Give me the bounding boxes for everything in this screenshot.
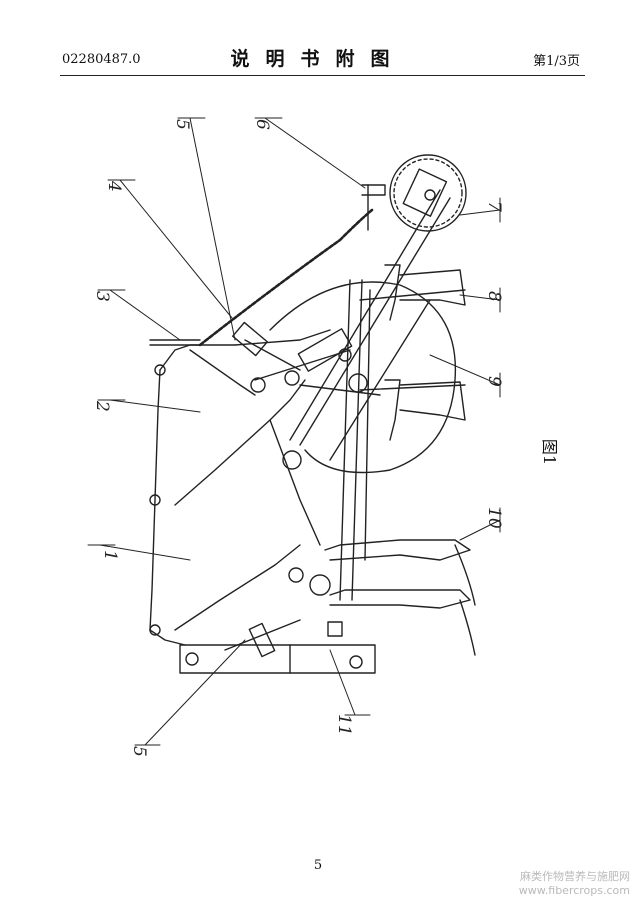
press-shoe-front: [324, 539, 476, 606]
header-rule: [60, 75, 585, 76]
hopper-outline: [149, 329, 331, 646]
label-10: 10: [484, 507, 504, 529]
label-4: 4: [104, 180, 124, 192]
label-3: 3: [92, 291, 112, 302]
part-labels: 1 2 3 4 5 6 7 8 9 10 11 5: [92, 119, 504, 757]
watermark-line-2: www.fibercrops.com: [518, 884, 630, 897]
label-7: 7: [484, 201, 504, 212]
page-indicator: 第1/3页: [533, 54, 580, 69]
label-5-top: 5: [172, 119, 192, 130]
label-5-bottom: 5: [129, 746, 149, 757]
seed-disc: [269, 281, 457, 474]
furrow-opener-upper: [359, 264, 466, 321]
site-watermark: 麻类作物营养与施肥网 www.fibercrops.com: [519, 870, 630, 898]
wheel-arm-upper: [299, 197, 451, 446]
press-shoe-rear: [329, 589, 476, 656]
page-title: 说明书附图: [230, 48, 406, 70]
hub-bolt: [288, 567, 304, 583]
label-9: 9: [484, 376, 504, 387]
label-6: 6: [252, 119, 272, 130]
wheel-arm-lower: [289, 189, 441, 441]
label-11: 11: [334, 714, 354, 736]
furrow-opener-lower: [359, 379, 466, 441]
label-8: 8: [484, 291, 504, 302]
drive-wheel: [389, 154, 467, 232]
page-number: 5: [313, 858, 323, 873]
arm-pivot: [282, 450, 302, 470]
base-plate: [179, 644, 376, 674]
figure-caption: 图1: [540, 438, 560, 466]
label-2: 2: [92, 400, 112, 412]
bolt-right: [349, 655, 363, 669]
frame-bar-b: [351, 279, 363, 601]
document-header: 02280487.0 说明书附图 第1/3页: [0, 40, 636, 80]
roller-ball: [309, 574, 331, 596]
frame-bar-a: [339, 279, 351, 601]
application-number: 02280487.0: [62, 52, 141, 67]
wheel-bracket: [361, 184, 386, 196]
linkage-assembly: [149, 321, 381, 396]
label-1: 1: [100, 550, 120, 561]
adjuster-rod: [224, 619, 301, 651]
square-block: [327, 621, 343, 637]
watermark-line-1: 麻类作物营养与施肥网: [520, 870, 630, 883]
drive-chain: [198, 208, 374, 347]
bolt-left: [185, 652, 199, 666]
leader-lines: [87, 117, 501, 746]
